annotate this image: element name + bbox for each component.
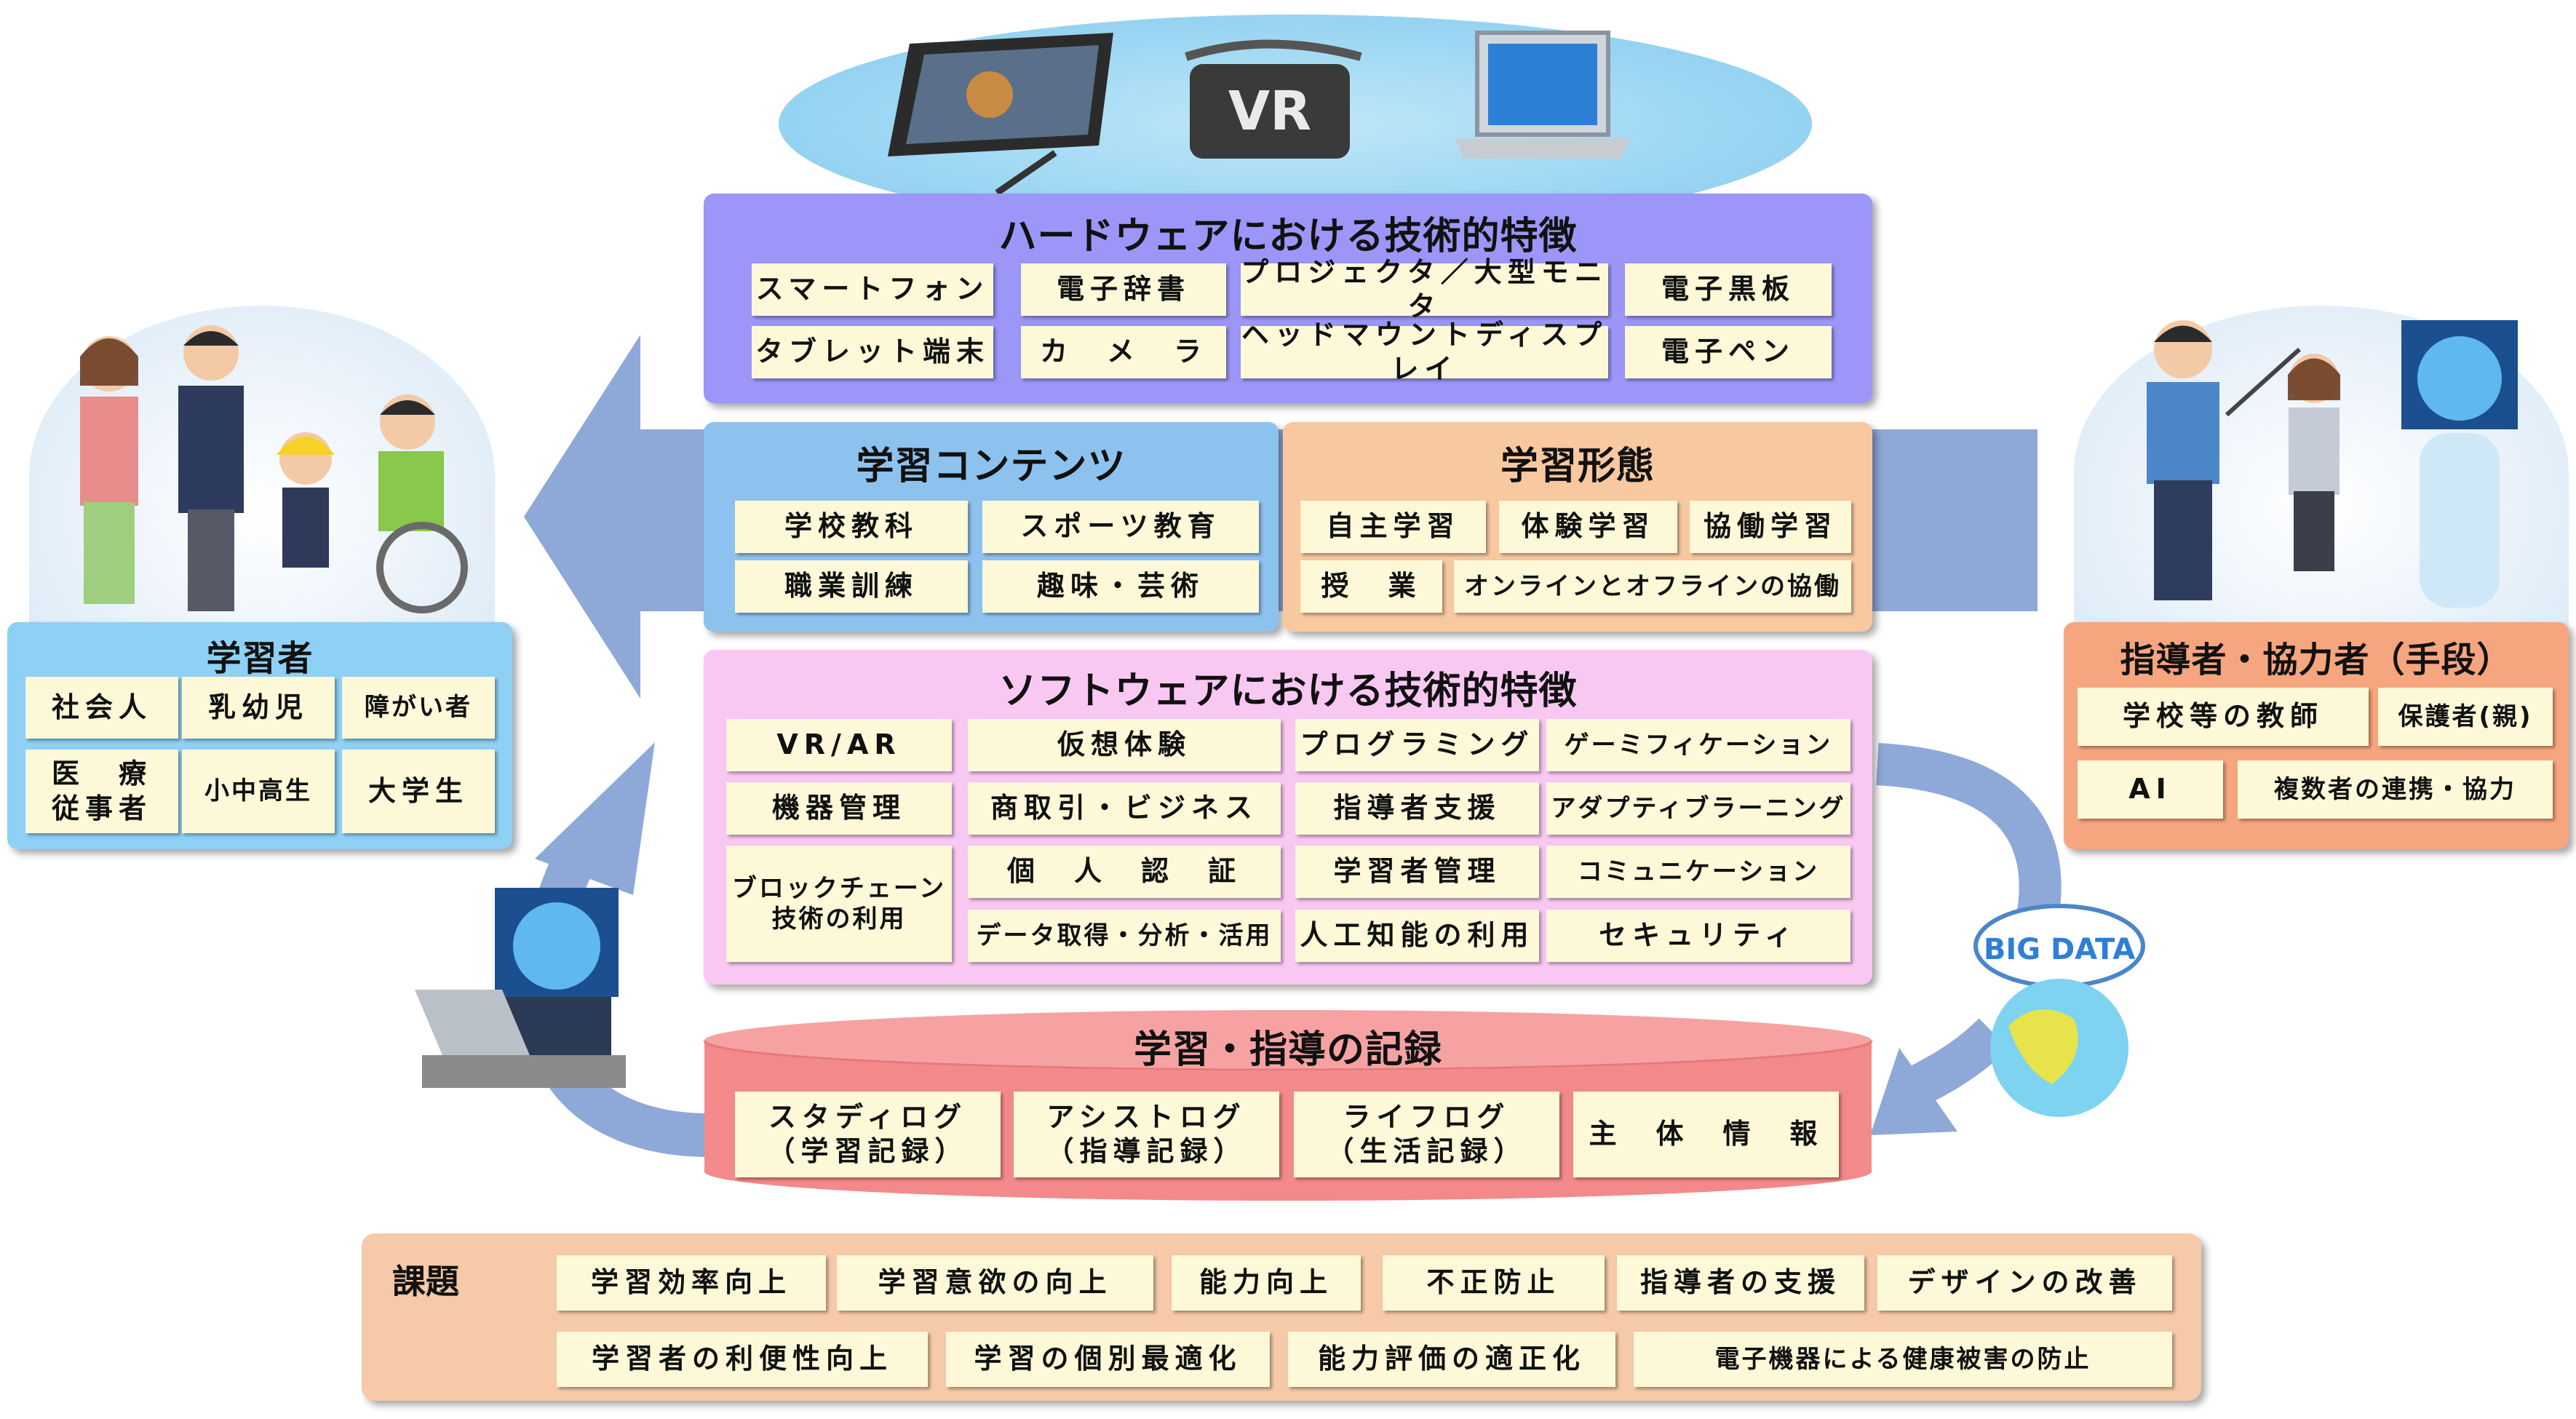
hardware-item: スマートフォン [752, 263, 993, 316]
instructors-item: 学校等の教師 [2078, 688, 2369, 746]
issues-item: デザインの改善 [1877, 1255, 2172, 1311]
software-title: ソフトウェアにおける技術的特徴 [998, 669, 1578, 713]
issues-item: 学習の個別最適化 [946, 1332, 1270, 1387]
forms-item: 協働学習 [1690, 501, 1851, 553]
laptop-icon [1455, 31, 1630, 159]
hardware-item: タブレット端末 [752, 326, 993, 378]
bigdata-label: BIG DATA [1984, 933, 2135, 966]
forms-item: 体験学習 [1499, 501, 1677, 553]
vr-label: VR [1228, 80, 1311, 143]
hardware-item: プロジェクタ／大型モニタ [1241, 255, 1608, 322]
contents-title: 学習コンテンツ [856, 445, 1126, 488]
contents-item: スポーツ教育 [982, 501, 1259, 553]
records-item: スタディログ （学習記録） [735, 1092, 1001, 1177]
forms-title: 学習形態 [1500, 445, 1655, 488]
hardware-item: ヘッドマウントディスプレイ [1241, 318, 1608, 385]
software-item: 仮想体験 [968, 719, 1281, 771]
forms-item: オンラインとオフラインの協働 [1454, 560, 1851, 613]
instructors-title: 指導者・協力者（手段） [2120, 640, 2513, 680]
contents-item: 趣味・芸術 [982, 560, 1259, 613]
ai-robot-laptop-icon [415, 888, 626, 1088]
software-item: 人工知能の利用 [1295, 910, 1539, 962]
instructors-item: AI [2078, 760, 2223, 819]
issues-item: 指導者の支援 [1617, 1255, 1864, 1311]
issues-item: 学習効率向上 [557, 1255, 826, 1311]
vr-headset-icon: VR [1185, 39, 1362, 159]
issues-item: 学習意欲の向上 [837, 1255, 1153, 1311]
software-item: アダプティブラーニング [1546, 782, 1850, 835]
learners-title: 学習者 [206, 638, 314, 679]
instructors-illustration [2147, 320, 2518, 608]
instructors-item: 複数者の連携・協力 [2238, 760, 2553, 819]
software-item: VR/AR [726, 719, 952, 771]
hardware-item: カ メ ラ [1021, 326, 1226, 378]
software-item: ゲーミフィケーション [1546, 719, 1850, 771]
software-item: セキュリティ [1546, 910, 1850, 962]
issues-item: 電子機器による健康被害の防止 [1634, 1332, 2172, 1387]
issues-title: 課題 [392, 1262, 459, 1301]
hardware-item: 電子辞書 [1021, 263, 1226, 316]
software-item: 学習者管理 [1295, 846, 1539, 898]
hardware-item: 電子黒板 [1625, 263, 1832, 316]
contents-item: 職業訓練 [735, 560, 968, 613]
bigdata-globe-icon: BIG DATA [1973, 904, 2145, 1117]
software-item: 指導者支援 [1295, 782, 1539, 835]
forms-item: 自主学習 [1300, 501, 1486, 553]
records-item: 主 体 情 報 [1573, 1092, 1839, 1177]
issues-item: 学習者の利便性向上 [557, 1332, 928, 1387]
forms-item: 授 業 [1300, 560, 1442, 613]
software-item: 個 人 認 証 [968, 846, 1281, 898]
software-item: コミュニケーション [1546, 846, 1850, 898]
issues-item: 能力向上 [1172, 1255, 1361, 1311]
contents-item: 学校教科 [735, 501, 968, 553]
learners-item: 大学生 [342, 750, 495, 833]
issues-item: 能力評価の適正化 [1288, 1332, 1615, 1387]
instructors-item: 保護者(親) [2378, 688, 2553, 746]
records-title: 学習・指導の記録 [1133, 1028, 1442, 1072]
issues-item: 不正防止 [1383, 1255, 1605, 1311]
records-item: アシストログ （指導記録） [1014, 1092, 1279, 1177]
software-item: ブロックチェーン 技術の利用 [726, 846, 952, 962]
hardware-title: ハードウェアにおける技術的特徴 [998, 215, 1578, 258]
learners-item: 社会人 [25, 677, 178, 739]
software-item: 商取引・ビジネス [968, 782, 1281, 835]
learners-item: 医 療 従事者 [25, 750, 178, 833]
learners-illustration [80, 325, 468, 613]
software-item: データ取得・分析・活用 [968, 910, 1281, 962]
software-item: 機器管理 [726, 782, 952, 835]
learners-item: 障がい者 [342, 677, 495, 739]
pen-tablet-icon [888, 33, 1113, 196]
learners-item: 乳幼児 [182, 677, 335, 739]
hardware-item: 電子ペン [1625, 326, 1832, 378]
records-item: ライフログ （生活記録） [1294, 1092, 1559, 1177]
learners-item: 小中高生 [182, 750, 335, 833]
curved-arrow-right [1876, 743, 2062, 921]
software-item: プログラミング [1295, 719, 1539, 771]
